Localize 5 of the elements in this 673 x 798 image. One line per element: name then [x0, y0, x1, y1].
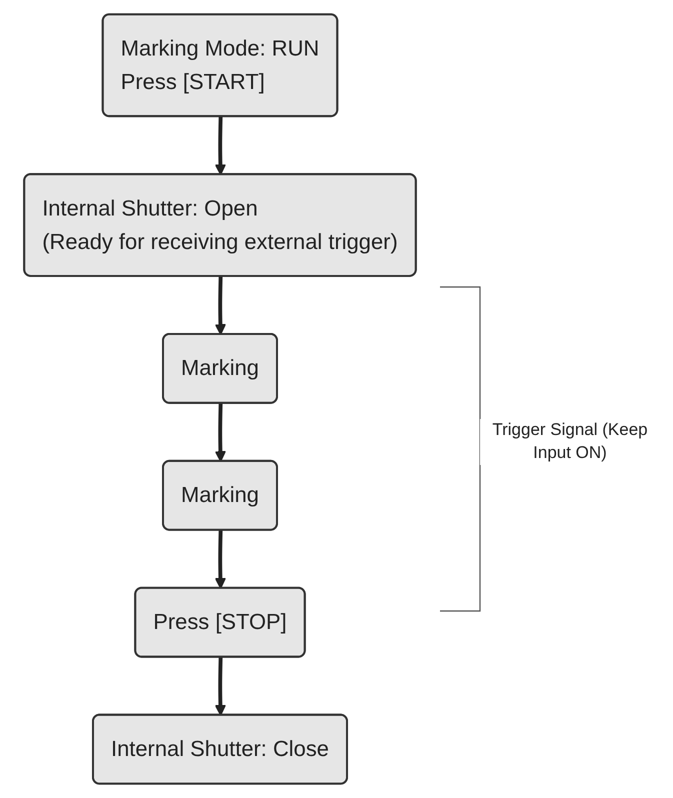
arrow	[214, 657, 226, 716]
arrow	[214, 276, 226, 336]
arrow	[214, 530, 226, 589]
arrow	[214, 116, 226, 176]
arrow	[214, 403, 226, 462]
